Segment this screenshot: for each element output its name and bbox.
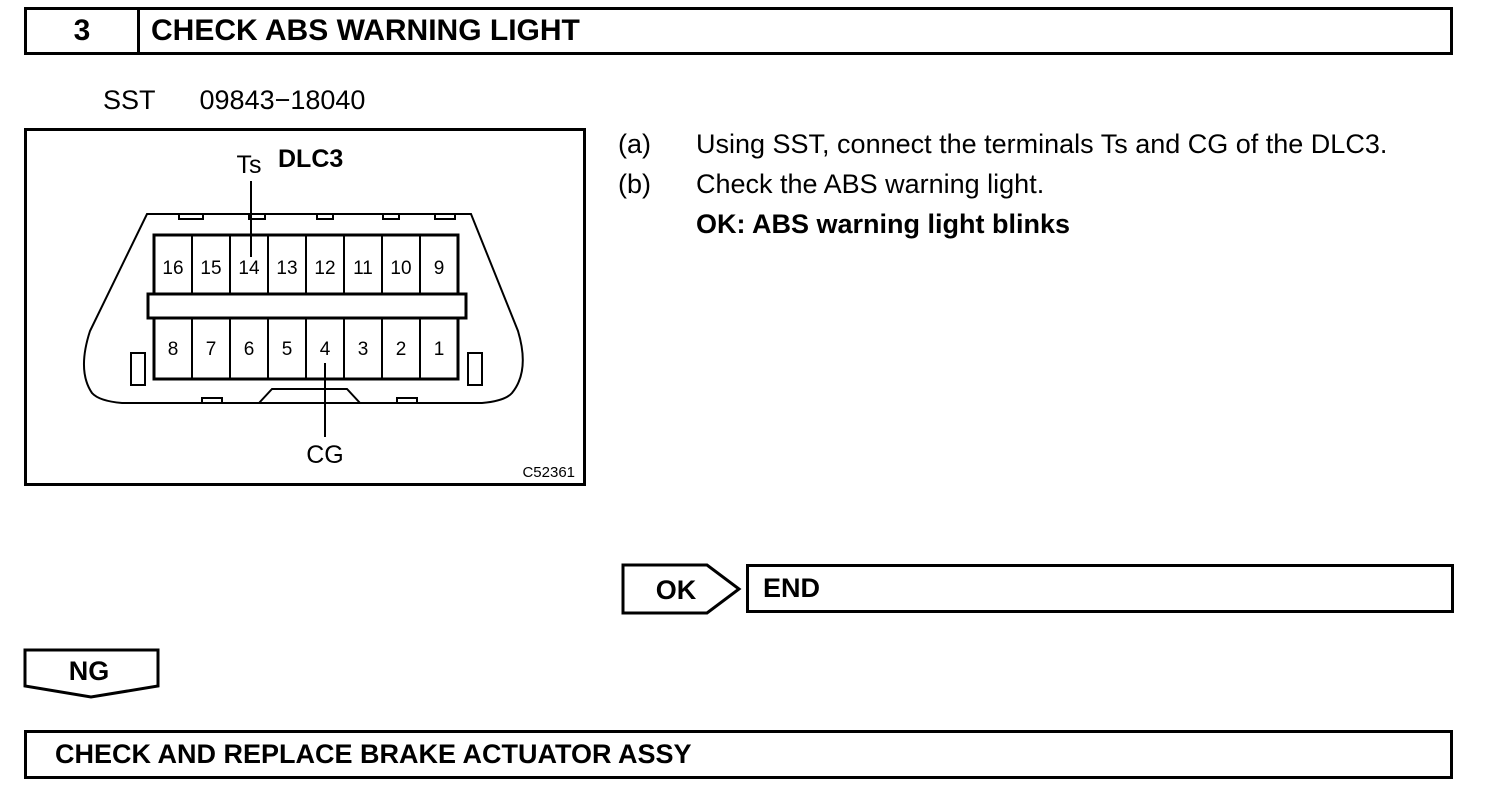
pin-5: 5 <box>282 339 293 360</box>
instruction-key: (b) <box>618 169 651 199</box>
sst-code: 09843−18040 <box>199 85 366 115</box>
step-title: CHECK ABS WARNING LIGHT <box>151 14 580 47</box>
pin-16: 16 <box>162 258 183 279</box>
dlc3-figure: 16 15 14 13 12 11 10 9 8 7 6 5 4 3 2 1 T… <box>24 128 586 486</box>
step-header: 3 CHECK ABS WARNING LIGHT <box>24 7 1453 55</box>
bottom-row-dividers <box>191 318 421 379</box>
dlc3-connector-diagram: 16 15 14 13 12 11 10 9 8 7 6 5 4 3 2 1 T… <box>82 145 575 481</box>
instruction-item: (a) Using SST, connect the terminals Ts … <box>618 124 1387 164</box>
ok-branch-tag: OK <box>621 563 743 620</box>
pin-1: 1 <box>434 339 445 360</box>
instruction-text: Check the ABS warning light. <box>696 169 1045 199</box>
instruction-text: Using SST, connect the terminals Ts and … <box>696 129 1388 159</box>
pin-13: 13 <box>276 258 297 279</box>
ng-result-box: CHECK AND REPLACE BRAKE ACTUATOR ASSY <box>24 730 1453 779</box>
figure-code: C52361 <box>522 464 575 481</box>
pin-2: 2 <box>396 339 407 360</box>
ts-label: Ts <box>237 151 262 179</box>
instruction-key: (a) <box>618 129 651 159</box>
pin-9: 9 <box>434 258 445 279</box>
pin-7: 7 <box>206 339 217 360</box>
ok-condition: OK: ABS warning light blinks <box>696 209 1071 239</box>
instruction-item: (b) Check the ABS warning light. <box>618 164 1387 204</box>
pin-4: 4 <box>320 339 331 360</box>
cg-label: CG <box>306 441 344 469</box>
pin-15: 15 <box>200 258 221 279</box>
instructions: (a) Using SST, connect the terminals Ts … <box>618 124 1387 244</box>
ng-branch-tag: NG <box>23 648 161 705</box>
dlc3-title: DLC3 <box>278 145 343 173</box>
pin-10: 10 <box>390 258 411 279</box>
end-result-box: END <box>746 564 1454 613</box>
pin-14: 14 <box>238 258 260 279</box>
top-row-dividers <box>191 235 421 294</box>
ng-label: NG <box>69 656 110 686</box>
pin-6: 6 <box>244 339 255 360</box>
connector-housing <box>82 213 524 404</box>
pin-11: 11 <box>353 258 373 279</box>
center-bar <box>146 292 468 320</box>
pin-3: 3 <box>358 339 369 360</box>
pin-12: 12 <box>314 258 335 279</box>
pin-8: 8 <box>168 339 179 360</box>
ok-label: OK <box>656 575 697 605</box>
sst-line: SST 09843−18040 <box>103 85 365 116</box>
sst-label: SST <box>103 85 156 115</box>
step-number: 3 <box>27 10 140 52</box>
